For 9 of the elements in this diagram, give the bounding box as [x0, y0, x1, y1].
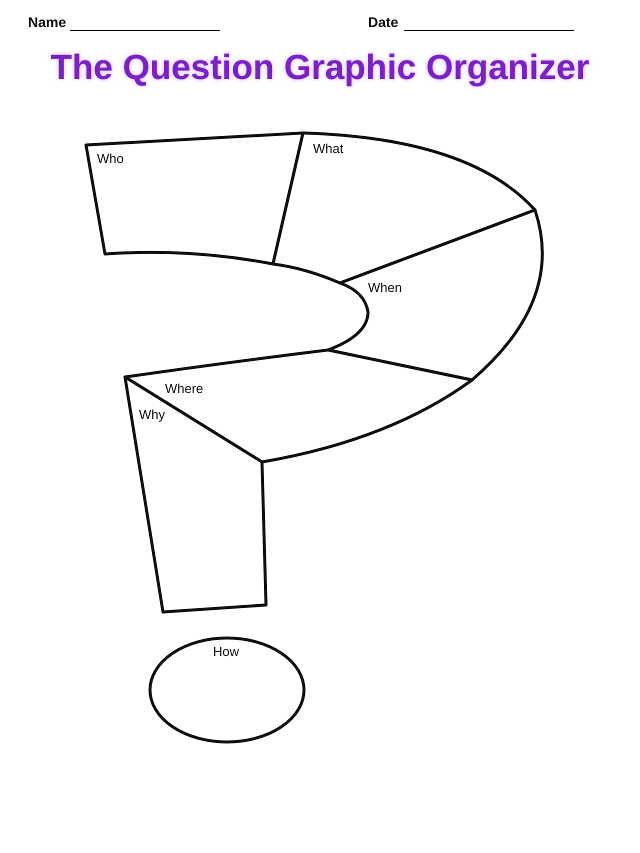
segment-label: What: [313, 141, 344, 156]
segment-label: Who: [97, 151, 124, 166]
field-label: Name: [28, 14, 66, 30]
segment-label: Where: [165, 381, 204, 396]
segment-label: Why: [139, 407, 165, 422]
title: The Question Graphic Organizer: [50, 48, 590, 88]
segment-label: How: [213, 644, 240, 659]
field-label: Date: [368, 14, 398, 30]
segment-label: When: [368, 280, 402, 295]
